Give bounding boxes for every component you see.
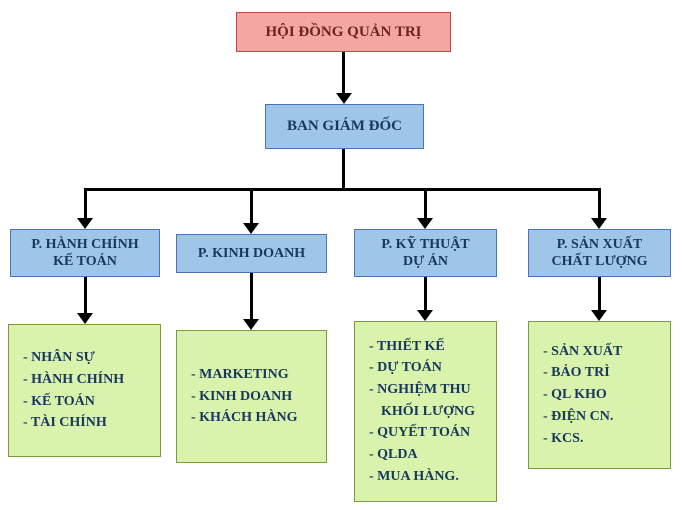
- dept-box-production-quality: P. SẢN XUẤT CHẤT LƯỢNG: [528, 229, 671, 277]
- dept-box-business: P. KINH DOANH: [176, 234, 327, 273]
- list-item: - HÀNH CHÍNH: [23, 371, 125, 387]
- list-item: - SẢN XUẤT: [543, 343, 623, 359]
- connector-branch-3: [424, 188, 427, 219]
- arrowhead-dept-2: [243, 223, 259, 234]
- list-item: - KCS.: [543, 430, 584, 446]
- node-board-of-directors-label: HỘI ĐỒNG QUẢN TRỊ: [265, 23, 422, 40]
- list-item: - QL KHO: [543, 387, 607, 403]
- dept-list-technical-projects: - THIẾT KẾ - DỰ TOÁN - NGHIỆM THU KHỐI L…: [354, 321, 497, 502]
- node-board-of-management: BAN GIÁM ĐỐC: [265, 104, 424, 149]
- list-item: - MARKETING: [191, 366, 289, 382]
- connector-branch-4: [598, 188, 601, 219]
- list-item: - NHÂN SỰ: [23, 350, 95, 366]
- dept-list-admin-accounting: - NHÂN SỰ - HÀNH CHÍNH - KẾ TOÁN - TÀI C…: [8, 324, 161, 457]
- list-item: - KẾ TOÁN: [23, 393, 95, 409]
- list-item: - ĐIỆN CN.: [543, 408, 614, 424]
- list-item: - BẢO TRÌ: [543, 365, 610, 381]
- node-board-of-directors: HỘI ĐỒNG QUẢN TRỊ: [236, 12, 451, 52]
- dept-list-production-quality: - SẢN XUẤT - BẢO TRÌ - QL KHO - ĐIỆN CN.…: [528, 321, 671, 469]
- arrowhead-dept-1: [77, 218, 93, 229]
- node-board-of-management-label: BAN GIÁM ĐỐC: [287, 118, 402, 135]
- connector-root-director: [342, 52, 345, 93]
- dept-box-technical-projects: P. KỸ THUẬT DỰ ÁN: [354, 229, 497, 277]
- arrowhead-dept-3: [417, 218, 433, 229]
- dept-label: P. SẢN XUẤT CHẤT LƯỢNG: [551, 236, 648, 270]
- arrowhead-list-1: [77, 313, 93, 324]
- arrowhead-list-2: [243, 319, 259, 330]
- list-item: - QLDA: [369, 447, 418, 463]
- list-item: - KINH DOANH: [191, 388, 293, 404]
- list-item: - DỰ TOÁN: [369, 360, 442, 376]
- list-item: - THIẾT KẾ: [369, 338, 445, 354]
- list-item: - NGHIỆM THU KHỐI LƯỢNG: [369, 381, 475, 419]
- dept-box-admin-accounting: P. HÀNH CHÍNH KẾ TOÁN: [10, 229, 160, 277]
- dept-list-business: - MARKETING - KINH DOANH - KHÁCH HÀNG: [176, 330, 327, 463]
- list-item: - KHÁCH HÀNG: [191, 410, 298, 426]
- arrowhead-list-3: [417, 310, 433, 321]
- connector-dept-list-2: [250, 273, 253, 320]
- dept-label: P. HÀNH CHÍNH KẾ TOÁN: [31, 236, 139, 270]
- connector-branch-bar: [84, 188, 601, 191]
- dept-label: P. KINH DOANH: [197, 245, 306, 261]
- connector-branch-2: [250, 188, 253, 224]
- connector-dept-list-3: [424, 277, 427, 311]
- arrowhead-director: [336, 93, 352, 104]
- dept-label: P. KỸ THUẬT DỰ ÁN: [381, 236, 470, 270]
- connector-dept-list-4: [598, 277, 601, 311]
- list-item: - TÀI CHÍNH: [23, 415, 107, 431]
- list-item: - MUA HÀNG.: [369, 468, 459, 484]
- list-item: - QUYẾT TOÁN: [369, 425, 471, 441]
- connector-branch-1: [84, 188, 87, 219]
- connector-dept-list-1: [84, 277, 87, 314]
- arrowhead-dept-4: [591, 218, 607, 229]
- arrowhead-list-4: [591, 310, 607, 321]
- connector-director-stem: [342, 149, 345, 191]
